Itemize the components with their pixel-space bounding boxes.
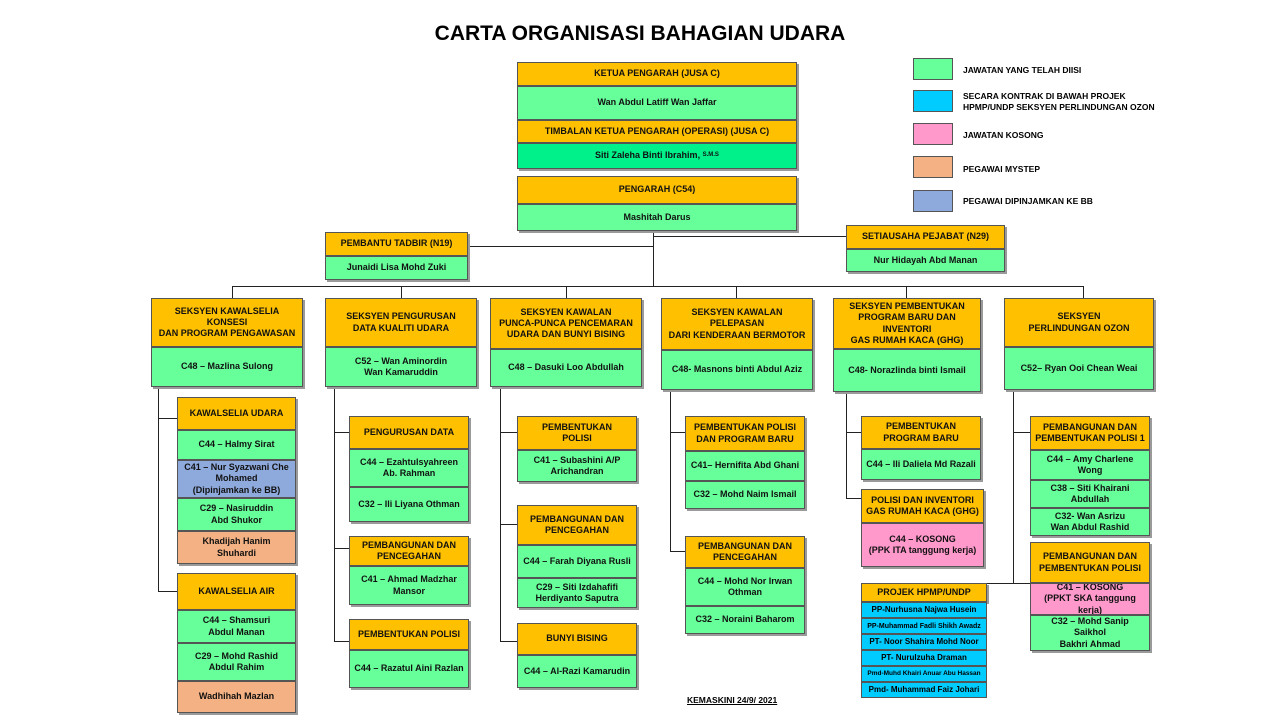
staff-box: C32 – Noraini Baharom <box>685 606 805 634</box>
unit-title: PEMBENTUKAN POLISI <box>349 619 469 650</box>
setiausaha-pejabat-name: Nur Hidayah Abd Manan <box>846 249 1005 272</box>
staff-box: C29 – Siti Izdahafifi Herdiyanto Saputra <box>517 578 637 608</box>
staff-box-contract: PT- Noor Shahira Mohd Noor <box>861 634 987 650</box>
chart-title: CARTA ORGANISASI BAHAGIAN UDARA <box>434 22 846 45</box>
pembantu-tadbir-name: Junaidi Lisa Mohd Zuki <box>325 256 468 280</box>
unit-title: POLISI DAN INVENTORI GAS RUMAH KACA (GHG… <box>861 489 984 523</box>
ketua-pengarah-title: KETUA PENGARAH (JUSA C) <box>517 62 797 86</box>
staff-box: C44 – Ezahtulsyahreen Ab. Rahman <box>349 449 469 487</box>
legend-label: JAWATAN KOSONG <box>963 130 1044 140</box>
unit-title: KAWALSELIA UDARA <box>177 397 296 430</box>
staff-box: C44 – Razatul Aini Razlan <box>349 650 469 688</box>
timbalan-ketua-pengarah-name: Siti Zaleha Binti Ibrahim, S.M.S <box>517 143 797 169</box>
staff-box-mystep: Wadhihah Mazlan <box>177 681 296 713</box>
legend-label: PEGAWAI DIPINJAMKAN KE BB <box>963 196 1093 206</box>
unit-title: KAWALSELIA AIR <box>177 573 296 610</box>
staff-box-loaned: C41 – Nur Syazwani Che Mohamed (Dipinjam… <box>177 460 296 498</box>
section-head: C52 – Wan Aminordin Wan Kamaruddin <box>325 347 477 387</box>
staff-box-contract: PP-Nurhusna Najwa Husein <box>861 602 987 618</box>
pengarah-name: Mashitah Darus <box>517 204 797 231</box>
staff-box: C44 – Shamsuri Abdul Manan <box>177 610 296 643</box>
staff-box-contract: Pmd- Muhammad Faiz Johari <box>861 682 987 698</box>
unit-title: PEMBANGUNAN DAN PENCEGAHAN <box>685 536 805 568</box>
staff-box: C41 – Ahmad Madzhar Mansor <box>349 566 469 605</box>
legend-swatch-filled <box>913 58 953 80</box>
legend-label: SECARA KONTRAK DI BAWAH PROJEK HPMP/UNDP… <box>963 91 1155 113</box>
staff-box: C44 – Al-Razi Kamarudin <box>517 655 637 688</box>
staff-box: C38 – Siti Khairani Abdullah <box>1030 480 1150 508</box>
setiausaha-pejabat-title: SETIAUSAHA PEJABAT (N29) <box>846 225 1005 249</box>
section-head: C52– Ryan Ooi Chean Weai <box>1004 347 1154 390</box>
staff-box-contract: Pmd-Muhd Khairi Anuar Abu Hassan <box>861 666 987 682</box>
staff-box: C44 – Amy Charlene Wong <box>1030 450 1150 480</box>
timbalan-ketua-pengarah-title: TIMBALAN KETUA PENGARAH (OPERASI) (JUSA … <box>517 120 797 143</box>
pembantu-tadbir-title: PEMBANTU TADBIR (N19) <box>325 232 468 256</box>
unit-title: PENGURUSAN DATA <box>349 416 469 449</box>
ketua-pengarah-name: Wan Abdul Latiff Wan Jaffar <box>517 86 797 120</box>
timbalan-name-suffix: S.M.S <box>702 152 719 159</box>
unit-title: BUNYI BISING <box>517 623 637 655</box>
unit-title: PEMBANGUNAN DAN PENCEGAHAN <box>517 505 637 545</box>
staff-box: C32 – Mohd Sanip Saikhol Bakhri Ahmad <box>1030 615 1150 651</box>
staff-box: C44 – Ili Daliela Md Razali <box>861 449 981 480</box>
section-title: SEKSYEN PEMBENTUKAN PROGRAM BARU DAN INV… <box>833 298 981 349</box>
pengarah-title: PENGARAH (C54) <box>517 176 797 204</box>
staff-box-contract: PT- Nurulzuha Draman <box>861 650 987 666</box>
timbalan-name-text: Siti Zaleha Binti Ibrahim, <box>595 150 701 161</box>
legend-swatch-loaned <box>913 190 953 212</box>
staff-box-mystep: Khadijah Hanim Shuhardi <box>177 531 296 564</box>
staff-box-vacant: C41 – KOSONG (PPKT SKA tanggung kerja) <box>1030 583 1150 615</box>
staff-box: C29 – Nasiruddin Abd Shukor <box>177 498 296 531</box>
unit-title: PEMBENTUKAN PROGRAM BARU <box>861 416 981 449</box>
unit-title: PEMBENTUKAN POLISI DAN PROGRAM BARU <box>685 416 805 451</box>
unit-title: PEMBANGUNAN DAN PEMBENTUKAN POLISI <box>1030 542 1150 583</box>
staff-box: C44 – Mohd Nor Irwan Othman <box>685 568 805 606</box>
section-title: SEKSYEN KAWALSELIA KONSESI DAN PROGRAM P… <box>151 298 303 347</box>
legend-swatch-mystep <box>913 156 953 178</box>
staff-box: C41– Hernifita Abd Ghani <box>685 451 805 481</box>
staff-box: C32- Wan Asrizu Wan Abdul Rashid <box>1030 508 1150 536</box>
section-title: SEKSYEN PENGURUSAN DATA KUALITI UDARA <box>325 298 477 347</box>
section-head: C48- Norazlinda binti Ismail <box>833 349 981 392</box>
section-title: SEKSYEN KAWALAN PELEPASAN DARI KENDERAAN… <box>661 298 813 350</box>
staff-box: C32 – Ili Liyana Othman <box>349 487 469 522</box>
section-head: C48- Masnons binti Abdul Aziz <box>661 350 813 390</box>
legend-swatch-contract <box>913 90 953 112</box>
staff-box: C44 – Farah Diyana Rusli <box>517 545 637 578</box>
staff-box-contract: PP-Muhammad Fadli Shikh Awadz <box>861 618 987 634</box>
staff-box: C29 – Mohd Rashid Abdul Rahim <box>177 643 296 681</box>
legend-label: PEGAWAI MYSTEP <box>963 164 1040 174</box>
staff-box: C41 – Subashini A/P Arichandran <box>517 450 637 482</box>
updated-date: KEMASKINI 24/9/ 2021 <box>687 695 778 705</box>
unit-title: PEMBANGUNAN DAN PENCEGAHAN <box>349 536 469 566</box>
section-title: SEKSYEN PERLINDUNGAN OZON <box>1004 298 1154 347</box>
section-title: SEKSYEN KAWALAN PUNCA-PUNCA PENCEMARAN U… <box>490 298 642 349</box>
staff-box: C44 – Halmy Sirat <box>177 430 296 460</box>
section-head: C48 – Dasuki Loo Abdullah <box>490 349 642 387</box>
section-head: C48 – Mazlina Sulong <box>151 347 303 387</box>
unit-title: PEMBENTUKAN POLISI <box>517 416 637 450</box>
legend-label: JAWATAN YANG TELAH DIISI <box>963 65 1082 75</box>
unit-title: PROJEK HPMP/UNDP <box>861 583 987 602</box>
staff-box: C32 – Mohd Naim Ismail <box>685 481 805 509</box>
unit-title: PEMBANGUNAN DAN PEMBENTUKAN POLISI 1 <box>1030 416 1150 450</box>
legend-swatch-vacant <box>913 123 953 145</box>
staff-box-vacant: C44 – KOSONG (PPK ITA tanggung kerja) <box>861 523 984 567</box>
